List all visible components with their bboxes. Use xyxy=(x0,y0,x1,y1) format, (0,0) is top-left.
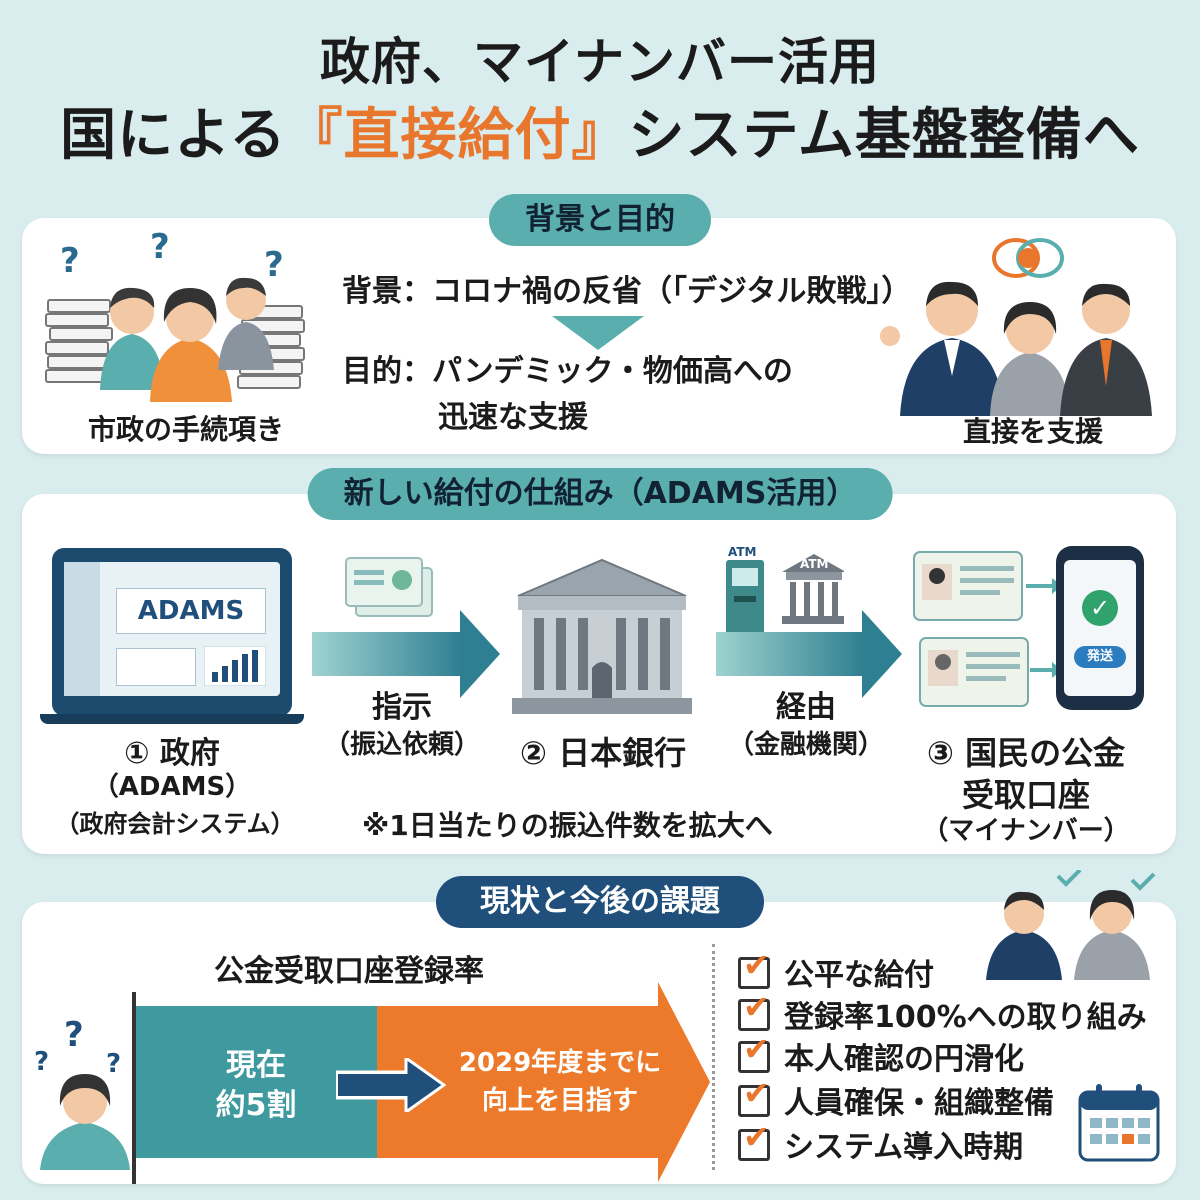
laptop-screen: ADAMS xyxy=(64,562,280,696)
section-divider xyxy=(712,944,715,1170)
step1-sublabel: （ADAMS） xyxy=(92,772,252,802)
svg-text:?: ? xyxy=(150,230,170,267)
svg-text:?: ? xyxy=(264,245,284,285)
background-label: 背景： xyxy=(342,274,432,309)
background-text: コロナ禍の反省（「デジタル敗戦」） xyxy=(432,274,912,309)
target-line-1: 2029年度までに xyxy=(458,1048,662,1078)
mid-arrow-icon xyxy=(336,1058,446,1112)
step3-mynumber-label: （マイナンバー） xyxy=(922,816,1130,846)
progress-arrow-head xyxy=(658,982,710,1182)
calendar-icon xyxy=(1078,1084,1160,1162)
checkbox-icon xyxy=(738,988,770,1031)
checklist-item: システム導入時期 xyxy=(738,1118,1024,1166)
purpose-text-2: 迅速な支援 xyxy=(438,400,588,435)
checklist-item: 公平な給付 xyxy=(738,946,934,994)
bank-building-icon xyxy=(512,558,692,714)
id-card-icon xyxy=(913,551,1062,707)
current-rate-label: 現在 xyxy=(226,1048,286,1083)
screen-sidebar xyxy=(64,562,100,696)
registration-rate-title: 公金受取口座登録率 xyxy=(214,954,484,989)
page-title-line1: 政府、マイナンバー活用 xyxy=(320,33,880,91)
svg-text:?: ? xyxy=(34,1047,49,1077)
checklist-item-text: 本人確認の円滑化 xyxy=(784,1042,1024,1077)
paper-stack-icon: ? ? ? xyxy=(45,230,305,402)
step3-label: ③ 国民の公金 xyxy=(926,734,1126,772)
smartphone-screen: ✓ 発送 xyxy=(1064,560,1136,696)
checklist-item: 人員確保・組織整備 xyxy=(738,1074,1054,1122)
transfer-arrow-2 xyxy=(716,610,902,698)
section-heading-background: 背景と目的 xyxy=(489,194,711,246)
smartphone-icon: ✓ 発送 xyxy=(1056,546,1144,710)
screen-table-widget xyxy=(116,648,196,686)
section-heading-mechanism: 新しい給付の仕組み（ADAMS活用） xyxy=(307,468,893,520)
left-illustration-caption: 市政の手続項き xyxy=(87,413,284,446)
checkbox-icon xyxy=(738,946,770,989)
background-line: 背景：コロナ禍の反省（「デジタル敗戦」） xyxy=(342,266,911,310)
atm-icon: ATM ATM xyxy=(726,546,844,634)
confused-woman-illustration: ? ? ? xyxy=(34,1015,130,1170)
arrow2-label: 経由 xyxy=(776,690,836,725)
purpose-line: 目的：パンデミック・物価高への xyxy=(342,346,793,390)
checklist-item: 本人確認の円滑化 xyxy=(738,1030,1024,1078)
step1-system-label: （政府会計システム） xyxy=(55,810,295,838)
title-highlight: 『直接給付』 xyxy=(286,103,629,168)
arrow2-sublabel: （金融機関） xyxy=(727,730,884,760)
checkbox-icon xyxy=(738,1030,770,1073)
speech-bubble-icon xyxy=(992,238,1064,278)
laptop-icon: ADAMS xyxy=(52,548,292,716)
bar-chart-icon xyxy=(204,646,266,686)
right-illustration-caption: 直接を支援 xyxy=(962,415,1103,448)
down-triangle-icon xyxy=(552,316,644,350)
arrow1-label: 指示 xyxy=(372,690,432,725)
step3-sublabel: 受取口座 xyxy=(961,776,1090,814)
atm-label-2: ATM xyxy=(800,557,828,571)
title-suffix: システム基盤整備へ xyxy=(628,103,1140,168)
step1-label: ① 政府 xyxy=(124,736,220,771)
svg-text:?: ? xyxy=(106,1049,121,1079)
transfer-volume-note: ※1日当たりの振込件数を拡大へ xyxy=(362,809,773,842)
transfer-arrow-1 xyxy=(312,610,500,698)
checklist-item-text: 公平な給付 xyxy=(784,958,934,993)
question-mark-icon: ? xyxy=(64,1015,84,1055)
checklist-item-text: 登録率100%への取り組み xyxy=(784,1000,1147,1035)
bank-transfer-slips-icon xyxy=(345,557,433,617)
government-officials-illustration xyxy=(880,238,1152,416)
title-prefix: 国による xyxy=(60,103,287,168)
step2-label: ② 日本銀行 xyxy=(519,734,687,772)
checklist-item-text: 人員確保・組織整備 xyxy=(784,1086,1054,1121)
thinking-people-illustration xyxy=(986,870,1156,980)
section-heading-status: 現状と今後の課題 xyxy=(436,876,764,928)
page-title-line2: 国による『直接給付』システム基盤整備へ xyxy=(0,90,1200,171)
checkmark-icon: ✓ xyxy=(1082,590,1118,626)
laptop-base xyxy=(40,714,304,724)
checklist-item-text: システム導入時期 xyxy=(784,1130,1024,1165)
send-button: 発送 xyxy=(1074,646,1126,668)
checklist-item: 登録率100%への取り組み xyxy=(738,988,1147,1036)
atm-label-1: ATM xyxy=(728,546,756,559)
bar-axis xyxy=(132,992,136,1184)
target-line-2: 向上を目指す xyxy=(481,1086,638,1116)
question-mark-icon: ? xyxy=(60,241,80,281)
arrow1-sublabel: （振込依頼） xyxy=(323,730,480,760)
checkmark-icon xyxy=(1056,870,1082,887)
adams-screen-label: ADAMS xyxy=(116,588,266,634)
current-rate-value: 約5割 xyxy=(215,1088,297,1123)
checkbox-icon xyxy=(738,1118,770,1161)
purpose-label: 目的： xyxy=(342,354,432,389)
checkbox-icon xyxy=(738,1074,770,1117)
purpose-text-1: パンデミック・物価高への xyxy=(432,354,793,389)
